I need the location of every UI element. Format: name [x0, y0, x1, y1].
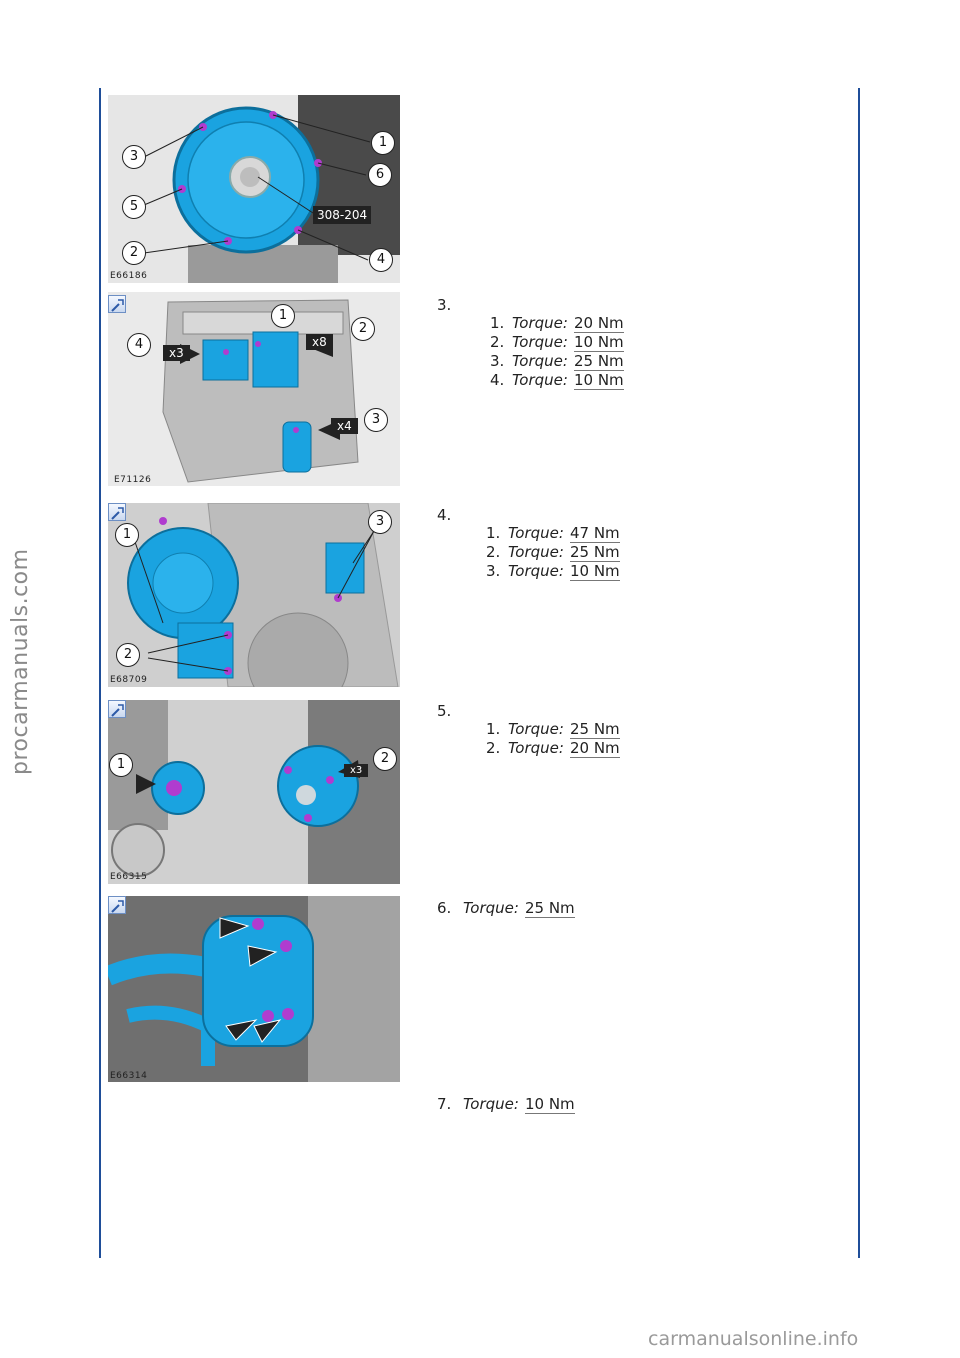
step-number: 4.: [437, 506, 452, 524]
step-number: 7.: [437, 1095, 452, 1113]
zoom-icon[interactable]: [108, 503, 126, 521]
special-tool-label: 308-204: [313, 206, 372, 224]
torque-label: Torque:: [508, 739, 564, 757]
torque-value-link[interactable]: 10 Nm: [573, 371, 624, 390]
step-number: 6.: [437, 899, 452, 917]
figure-id: E71126: [114, 475, 152, 485]
torque-label: Torque:: [512, 371, 568, 389]
callout-3: 3: [122, 145, 146, 169]
callout-4: 4: [369, 248, 393, 272]
step-number: 5.: [437, 702, 452, 720]
torque-item: 1. Torque: 20 Nm: [490, 314, 624, 333]
torque-value-link[interactable]: 10 Nm: [569, 562, 620, 581]
torque-value-link[interactable]: 25 Nm: [524, 899, 575, 918]
callout-1: 1: [109, 753, 133, 777]
torque-label: Torque:: [512, 352, 568, 370]
multiplier-x3: x3: [344, 764, 369, 777]
torque-item: 3. Torque: 25 Nm: [490, 352, 624, 371]
figure-flywheel: 1 3 6 5 2 4 308-204 E66186: [108, 95, 400, 283]
item-number: 4.: [490, 371, 505, 389]
item-number: 2.: [490, 333, 505, 351]
torque-item: 1. Torque: 47 Nm: [486, 524, 620, 543]
torque-label: Torque:: [508, 543, 564, 561]
callout-2: 2: [373, 747, 397, 771]
torque-item: 4. Torque: 10 Nm: [490, 371, 624, 390]
callout-2: 2: [122, 241, 146, 265]
zoom-icon[interactable]: [108, 295, 126, 313]
figure-oil-cooler: E66314: [108, 896, 400, 1082]
torque-label: Torque:: [508, 524, 564, 542]
torque-item: 1. Torque: 25 Nm: [486, 720, 620, 739]
torque-item: 3. Torque: 10 Nm: [486, 562, 620, 581]
figure-id: E66314: [110, 1071, 148, 1081]
torque-value-link[interactable]: 10 Nm: [524, 1095, 575, 1114]
callout-1: 1: [371, 131, 395, 155]
torque-value-link[interactable]: 10 Nm: [573, 333, 624, 352]
callout-2: 2: [351, 317, 375, 341]
figure-id: E66186: [110, 271, 148, 281]
step-torque: 6. Torque: 25 Nm: [437, 899, 575, 918]
torque-value-link[interactable]: 25 Nm: [573, 352, 624, 371]
torque-value-link[interactable]: 47 Nm: [569, 524, 620, 543]
item-number: 1.: [486, 524, 501, 542]
torque-label: Torque:: [463, 899, 519, 917]
callout-1: 1: [271, 304, 295, 328]
torque-item: 2. Torque: 25 Nm: [486, 543, 620, 562]
zoom-icon[interactable]: [108, 896, 126, 914]
torque-value-link[interactable]: 20 Nm: [569, 739, 620, 758]
torque-item: 2. Torque: 20 Nm: [486, 739, 620, 758]
torque-label: Torque:: [508, 720, 564, 738]
torque-item: 2. Torque: 10 Nm: [490, 333, 624, 352]
torque-label: Torque:: [508, 562, 564, 580]
torque-value-link[interactable]: 20 Nm: [573, 314, 624, 333]
figure-id: E66315: [110, 872, 148, 882]
multiplier-x8: x8: [306, 334, 333, 350]
zoom-icon[interactable]: [108, 700, 126, 718]
callout-3: 3: [364, 408, 388, 432]
step-number: 3.: [437, 296, 452, 314]
torque-value-link[interactable]: 25 Nm: [569, 720, 620, 739]
torque-value-link[interactable]: 25 Nm: [569, 543, 620, 562]
callout-3: 3: [368, 510, 392, 534]
item-number: 3.: [490, 352, 505, 370]
callout-4: 4: [127, 333, 151, 357]
figure-accessories: 1 3 2 E68709: [108, 503, 400, 687]
footer-watermark: carmanualsonline.info: [648, 1328, 859, 1350]
callout-2: 2: [116, 643, 140, 667]
torque-label: Torque:: [512, 314, 568, 332]
torque-label: Torque:: [463, 1095, 519, 1113]
step-torque: 7. Torque: 10 Nm: [437, 1095, 575, 1114]
torque-label: Torque:: [512, 333, 568, 351]
figure-id: E68709: [110, 675, 148, 685]
multiplier-x3: x3: [163, 345, 190, 361]
item-number: 2.: [486, 739, 501, 757]
item-number: 2.: [486, 543, 501, 561]
callout-6: 6: [368, 163, 392, 187]
multiplier-x4: x4: [331, 418, 358, 434]
right-margin-rule: [858, 88, 860, 1258]
item-number: 1.: [486, 720, 501, 738]
left-margin-rule: [99, 88, 101, 1258]
item-number: 1.: [490, 314, 505, 332]
callout-5: 5: [122, 195, 146, 219]
callout-1: 1: [115, 523, 139, 547]
item-number: 3.: [486, 562, 501, 580]
side-watermark: procarmanuals.com: [8, 548, 33, 775]
figure-engine-front: 1 2 4 3 x3 x8 x4 E71126: [108, 292, 400, 486]
figure-pulleys: 1 2 x3 E66315: [108, 700, 400, 884]
